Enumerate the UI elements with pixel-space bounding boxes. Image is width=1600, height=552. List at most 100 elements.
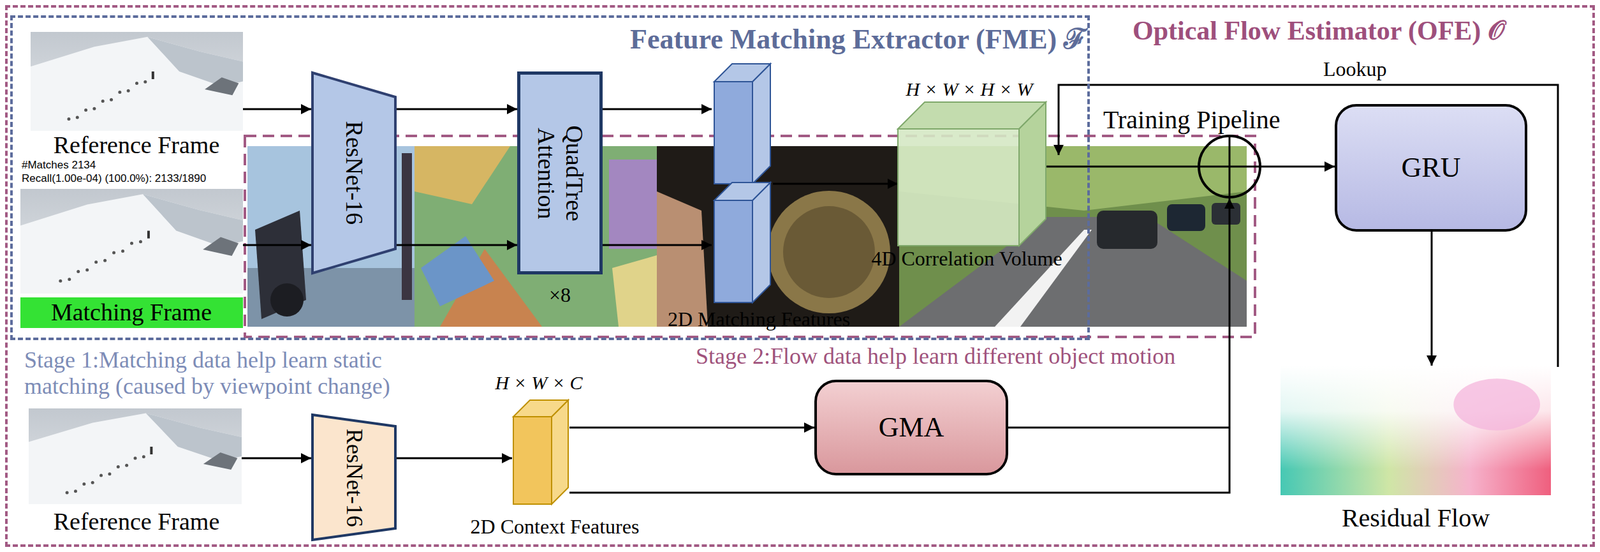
training-image-strip [1166, 204, 1206, 231]
training-image-strip [1211, 202, 1241, 225]
footprint [103, 258, 107, 263]
footprint [67, 277, 71, 281]
snow-slope [30, 36, 243, 131]
footprint [126, 89, 131, 93]
repeat-count: ×8 [549, 283, 571, 307]
skier [149, 446, 153, 455]
footprint [92, 107, 96, 111]
training-image-strip [1096, 210, 1158, 249]
training-image-strip [401, 153, 412, 300]
training-image-strip [414, 146, 511, 205]
dimension-label: H × W × C [475, 371, 603, 395]
ofe-region: Optical Flow Estimator (OFE) 𝒪 Feature Ma… [5, 5, 1595, 547]
block [519, 73, 602, 273]
image-caption: Residual Flow [1278, 503, 1553, 533]
training-image-strip [783, 205, 875, 298]
block-label: GMA [822, 411, 1001, 444]
image-node-shape [28, 408, 242, 504]
rock [202, 236, 239, 256]
image-node: Reference Frame [25, 405, 249, 543]
flow-arrow [396, 457, 513, 460]
overlay-stat: Recall(1.00e-04) (100.0%): 2133/1890 [21, 172, 206, 185]
footprint [135, 81, 139, 85]
encoder-trapezoid: ResNet-16 [311, 71, 397, 275]
flow-arrow [396, 108, 518, 111]
feature-maps: H × W × C 2D Context Features [446, 366, 664, 543]
sky [28, 408, 242, 504]
rock [204, 77, 239, 96]
training-image-strip [656, 191, 708, 327]
footprint [76, 269, 80, 273]
footprint [107, 471, 111, 476]
footprint [75, 116, 80, 120]
region-title: Optical Flow Estimator (OFE) 𝒪 [1132, 15, 1505, 46]
cube-side [1019, 102, 1046, 246]
footprint [66, 117, 71, 121]
image-node-shape [1280, 365, 1551, 495]
footprint [101, 99, 105, 103]
feature-map [714, 63, 771, 184]
footprint [94, 260, 98, 264]
skier [147, 230, 150, 239]
sky [30, 31, 243, 131]
feature-caption: 2D Context Features [447, 514, 662, 539]
lookup-wire [1058, 84, 1558, 367]
flow-fade [1280, 365, 1551, 495]
training-image-strip [656, 146, 900, 327]
rounded-block [1335, 105, 1527, 231]
image-caption: Matching Frame [21, 298, 242, 327]
flow-arrow [242, 108, 312, 111]
block-label: ResNet-16 [339, 80, 368, 266]
flow-arrow [1431, 231, 1433, 366]
footprint [58, 279, 62, 283]
snow-slope [28, 413, 242, 505]
prism-front [714, 81, 753, 184]
footprint [99, 473, 103, 478]
prism-top [714, 182, 771, 201]
flow-arrow [569, 426, 815, 429]
snow-slope [20, 193, 243, 294]
stage-note: Stage 1:Matching data help learn static … [24, 346, 471, 400]
image-caption: Reference Frame [26, 507, 247, 536]
image-node-shape [30, 31, 243, 131]
training-image-strip [612, 255, 657, 327]
prism-front [513, 416, 552, 504]
flow-arrow [396, 244, 518, 247]
block-label: GRU [1341, 151, 1521, 185]
block-label: ResNet-16 [340, 419, 367, 535]
footprint [65, 491, 69, 495]
flow-colors [1280, 365, 1551, 495]
prism-side [752, 182, 771, 303]
footprint [139, 239, 143, 243]
prism-top [714, 63, 771, 82]
feature-maps: 2D Matching Features [637, 61, 881, 336]
snow-shadow [147, 36, 243, 87]
flow-arrow [242, 244, 312, 247]
region-title: Feature Matching Extractor (FME) ℱ [630, 23, 1087, 57]
feature-caption: 2D Matching Features [640, 307, 877, 331]
correlation-volume: H × W × H × W 4D Correlation Volume [848, 68, 1085, 273]
prism-top [513, 399, 569, 417]
correlation-volume-shape [897, 102, 1046, 246]
stage-note: Stage 2:Flow data help learn different o… [691, 343, 1180, 370]
feature-map [714, 182, 771, 303]
feature-caption: 4D Correlation Volume [851, 246, 1082, 271]
training-image-strip [420, 235, 495, 307]
feature-maps-shape [512, 398, 570, 506]
dimension-label: H × W × H × W [873, 78, 1065, 101]
footprint [130, 241, 134, 245]
footprint [133, 456, 138, 460]
skier [151, 71, 155, 80]
feature-map [513, 399, 569, 504]
flow-arrow [602, 108, 712, 111]
prism-side [752, 63, 771, 184]
sky [20, 188, 243, 294]
footprint [84, 108, 88, 112]
pipeline-label: Training Pipeline [1103, 105, 1280, 135]
flow-arrow [241, 457, 312, 460]
encoder-trapezoid: ResNet-16 [311, 413, 397, 541]
gma-block: GMA [814, 379, 1009, 476]
cube-front [897, 128, 1020, 246]
image-node: Matching Frame [17, 186, 248, 330]
photo [20, 188, 243, 294]
